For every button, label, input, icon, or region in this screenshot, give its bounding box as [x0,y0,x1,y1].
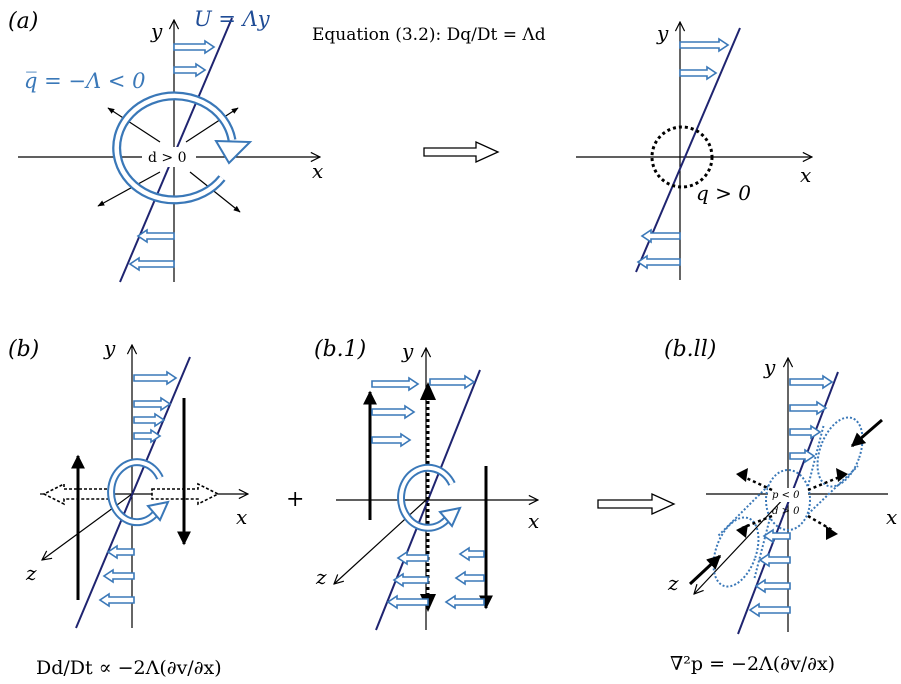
panel-b: (b) x y z Dd/Dt ∝ −2Λ(∂v/∂x) + [8,336,304,679]
shear-profile-line [737,371,839,635]
z-axis [694,493,789,594]
flow-velocity-arrow [396,550,429,566]
inflow-arrow-lower [688,554,722,586]
flow-velocity-arrow [789,374,834,390]
equation-label: Equation (3.2): Dq/Dt = Λd [312,25,546,45]
flow-velocity-arrow [98,592,135,608]
flow-velocity-arrow [173,62,207,78]
y-axis-label: y [103,336,116,360]
flow-velocity-arrow [133,412,166,428]
panel-b2: (b.ll) x y z p < 0 d > 0 [664,337,897,675]
z-axis-label: z [25,561,37,585]
flow-velocity-arrow [679,37,730,53]
implies-arrow-1 [423,140,500,164]
x-axis-label: x [800,163,811,187]
flow-label: U = Λy [194,7,271,31]
panel-b2-tag: (b.ll) [664,337,716,362]
y-axis-label: y [150,19,163,43]
div-label: d > 0 [148,150,187,166]
panel-b-tag: (b) [8,337,39,362]
flow-velocity-arrow [748,602,791,618]
panel-b1: (b.1) x y z [314,337,676,631]
dotted-arrowhead-up [420,382,436,400]
dotted-pressure-ellipses [712,416,864,588]
flow-velocity-arrow [102,568,135,584]
panel-b2-caption: ∇²p = −2Λ(∂v/∂x) [670,653,835,675]
flow-arrows-b2 [748,374,834,618]
shear-profile-line [635,27,741,273]
flow-arrows-b [98,370,178,608]
panel-a-result: x y q > 0 [576,21,812,280]
flow-velocity-arrow [640,228,681,244]
pd-label-bg [768,488,808,502]
x-axis-label: x [886,505,897,529]
z-axis [334,499,427,584]
div-label-bg [142,147,196,167]
flow-velocity-arrow [371,404,416,420]
flow-velocity-arrow [789,448,816,464]
flow-velocity-arrow [128,256,175,272]
flow-velocity-arrow [679,65,718,81]
x-axis-label: x [312,159,323,183]
flow-velocity-arrow [458,546,485,562]
flow-velocity-arrow [173,39,216,55]
y-axis-label: y [656,21,669,45]
z-axis-label: z [315,565,327,589]
x-axis-label: x [528,509,539,533]
result-pv-label: q > 0 [696,181,751,205]
flow-velocity-arrow [133,428,162,444]
flow-velocity-arrow [429,374,476,390]
inflow-arrow-upper [850,418,883,448]
flow-velocity-arrow [789,400,828,416]
flow-velocity-arrow [754,578,791,594]
flow-velocity-arrow [454,570,485,586]
y-axis-label: y [401,339,414,363]
panel-a: (a) x y U = Λy q̅ = −Λ < 0 d > 0 E [8,7,546,283]
dotted-divergence-arrows [741,474,843,532]
panel-b1-tag: (b.1) [314,337,366,362]
circulation-ring [397,463,462,532]
cyclonic-circulation [650,125,714,189]
flow-velocity-arrow [371,432,412,448]
flow-velocity-arrow [136,228,175,244]
z-axis-label: z [667,571,679,595]
pv-label: q̅ = −Λ < 0 [24,69,145,93]
flow-velocity-arrow [133,396,172,412]
plus-sign: + [286,487,304,512]
flow-velocity-arrow [386,594,429,610]
flow-velocity-arrow [636,254,681,270]
d-label: d > 0 [772,506,800,517]
y-axis-label: y [763,355,776,379]
implies-arrow-2 [597,492,676,516]
flow-velocity-arrow [444,594,485,610]
flow-velocity-arrow [758,552,791,568]
dotted-arrowheads [736,468,848,540]
flow-velocity-arrow [789,424,822,440]
flow-velocity-arrow [133,370,178,386]
p-label: p < 0 [772,490,800,501]
flow-velocity-arrow [762,528,791,544]
shear-profile-line [75,356,191,629]
divergence-arrows [97,107,241,213]
flow-velocity-arrow [106,544,135,560]
flow-arrows-a [128,39,216,272]
circulation-ring [107,458,170,527]
x-axis-label: x [236,505,247,529]
flow-arrows-b1 [371,374,485,610]
panel-a-tag: (a) [8,9,38,34]
panel-b-caption: Dd/Dt ∝ −2Λ(∂v/∂x) [36,657,222,679]
flow-velocity-arrow [371,376,420,392]
flow-arrows-a-result [636,37,730,270]
flow-velocity-arrow [392,572,429,588]
anticyclonic-circulation [112,91,253,205]
